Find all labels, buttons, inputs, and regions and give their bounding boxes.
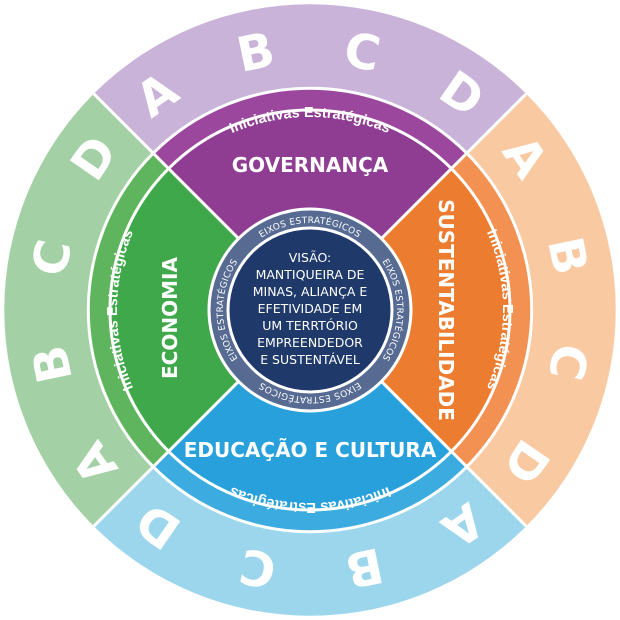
vision-text: VISÃO: MANTIQUEIRA DE MINAS, ALIANÇA E E… bbox=[253, 250, 368, 367]
vision-line: MANTIQUEIRA DE bbox=[256, 267, 365, 282]
vision-line: VISÃO: bbox=[289, 250, 332, 265]
vision-line: UM TERRTÓRIO bbox=[262, 318, 358, 333]
vision-line: EFETIVIDADE EM bbox=[258, 301, 363, 316]
divider-circle-inner bbox=[108, 108, 512, 512]
vision-line: EMPREENDEDOR bbox=[257, 335, 363, 350]
vision-line: MINAS, ALIANÇA E bbox=[253, 284, 368, 299]
vision-center bbox=[226, 226, 394, 394]
axis-label-educacao: EDUCAÇÃO E CULTURA bbox=[184, 438, 437, 462]
divider-circle-outer bbox=[86, 86, 534, 534]
axis-label-governanca: GOVERNANÇA bbox=[232, 153, 389, 177]
axis-label-sustentabilidade: SUSTENTABILIDADE bbox=[434, 199, 458, 421]
axis-label-economia: ECONOMIA bbox=[158, 257, 182, 379]
vision-line: E SUSTENTÁVEL bbox=[260, 352, 360, 367]
